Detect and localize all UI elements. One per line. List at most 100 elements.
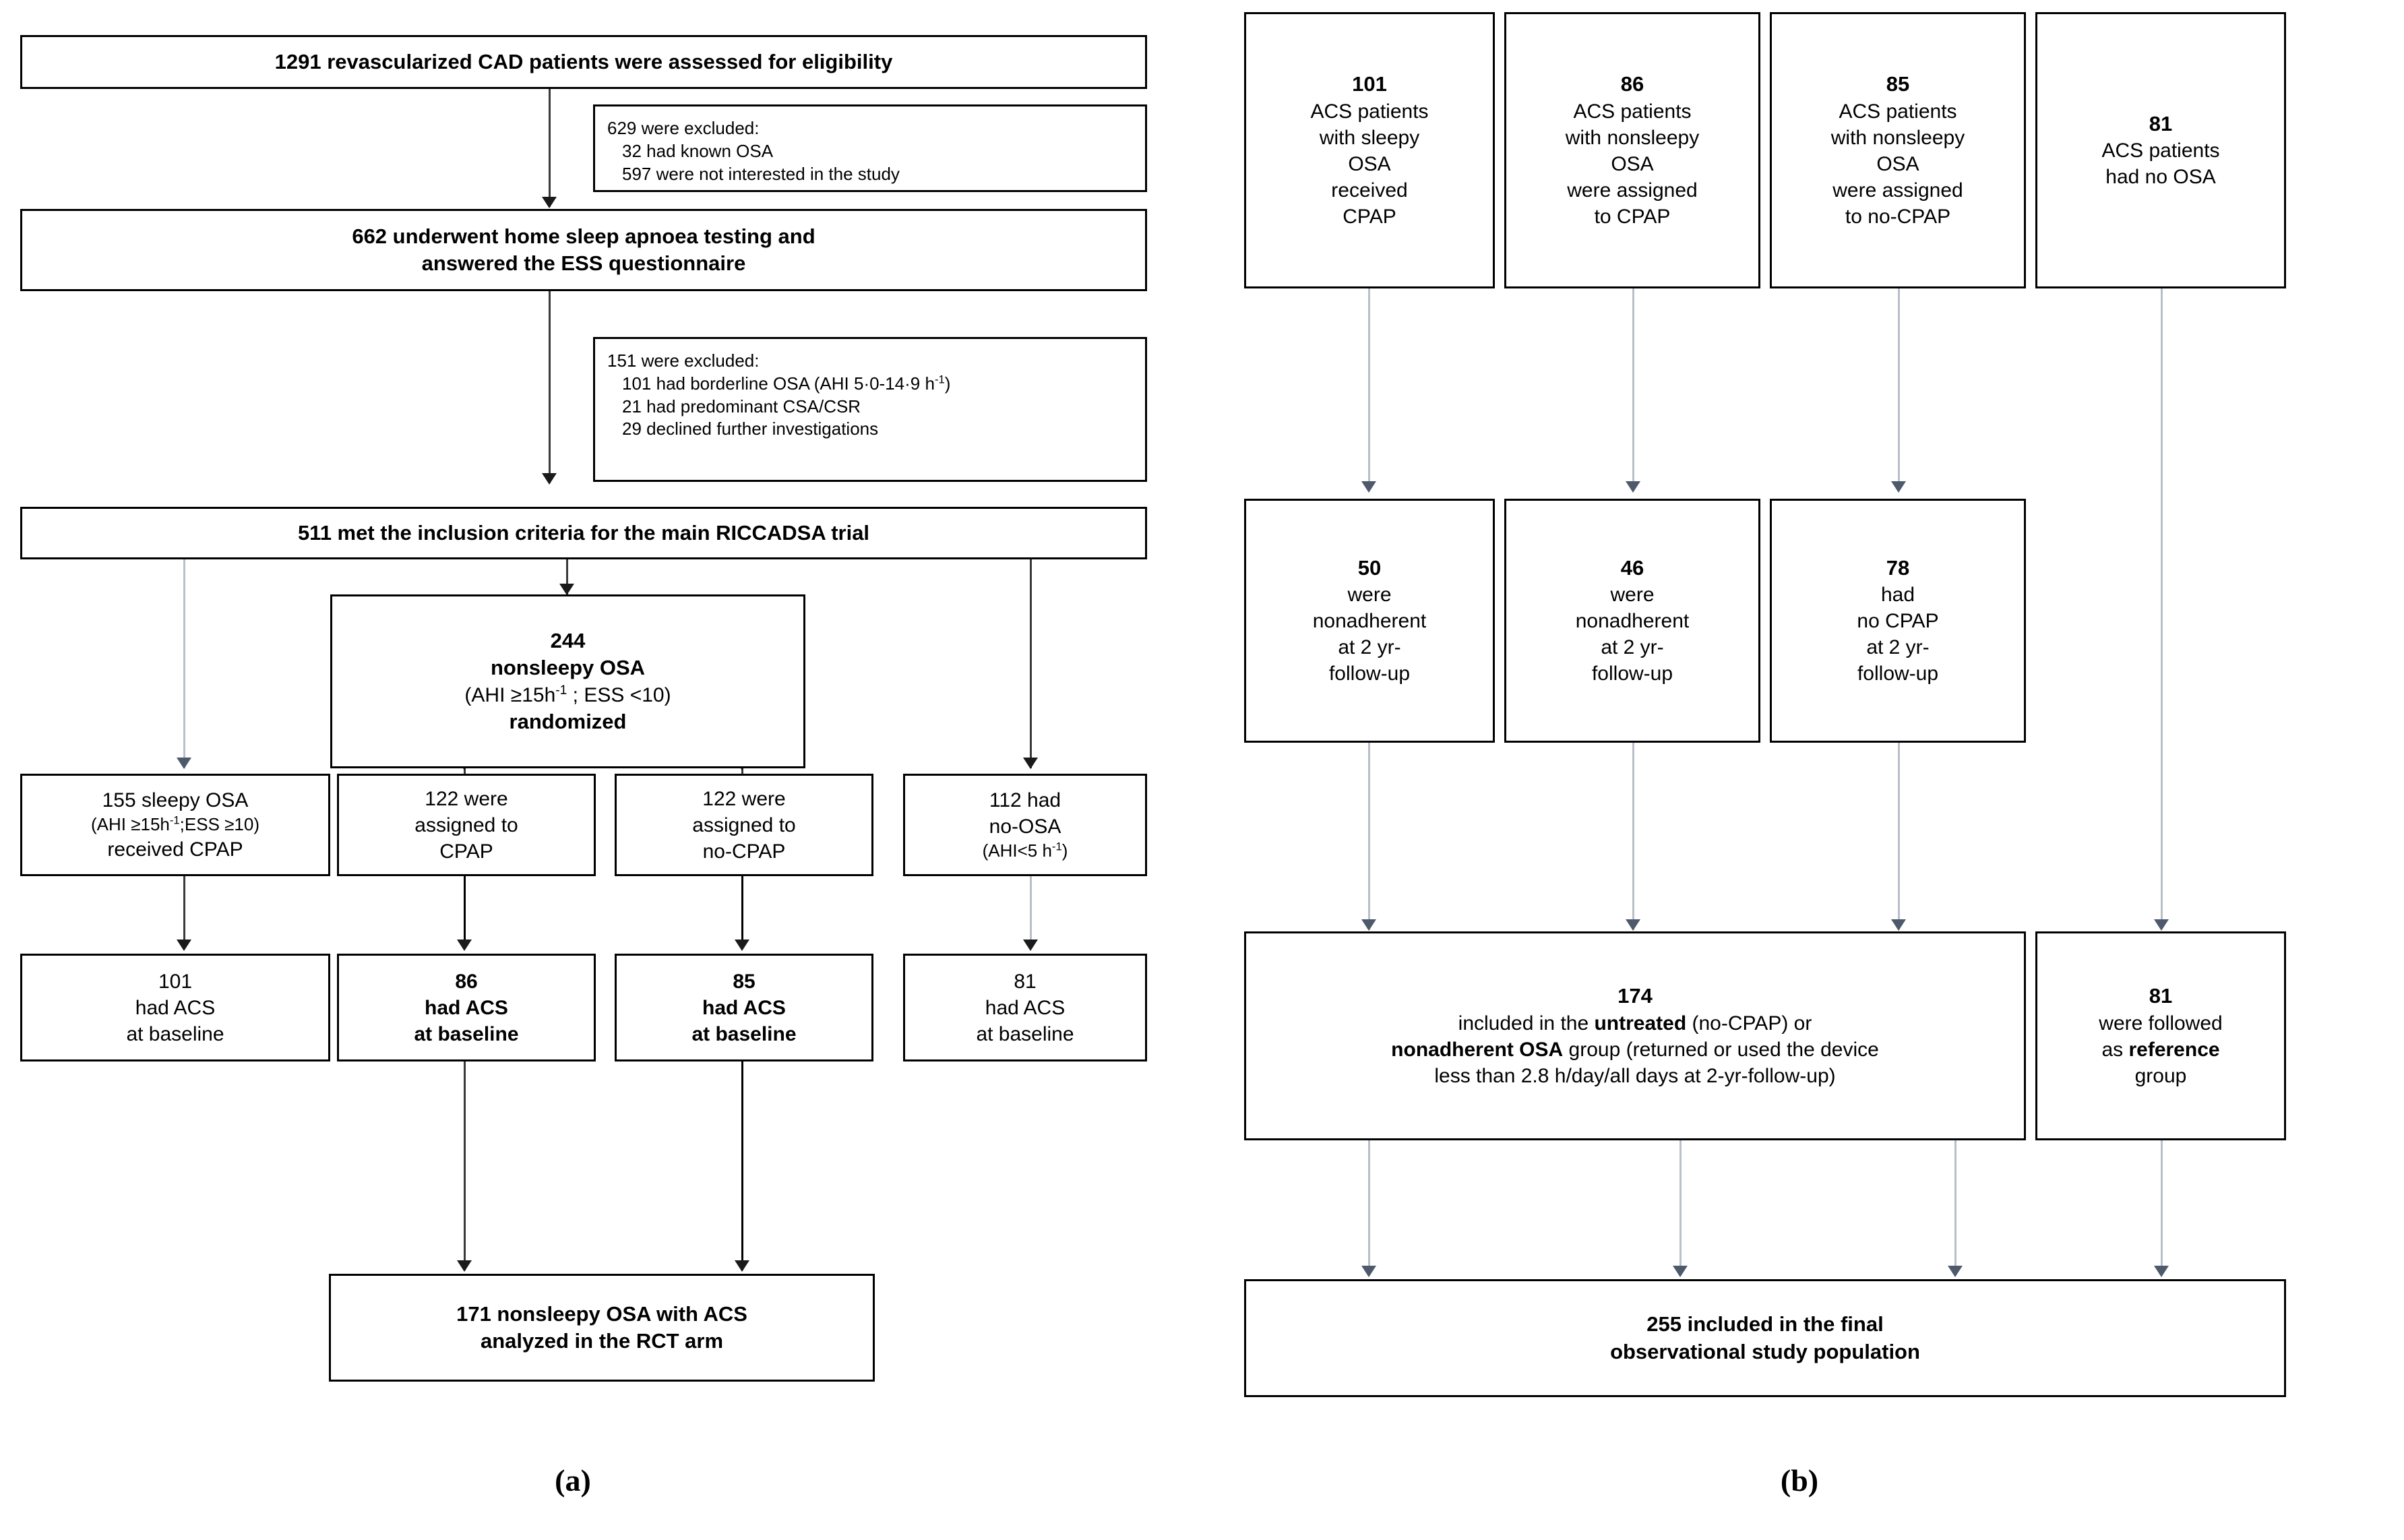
box-b-mid-78: 78 had no CPAP at 2 yr- follow-up — [1770, 499, 2026, 743]
arrowhead-arm1-to-baseline1 — [457, 940, 472, 951]
baseline-1-line-2: had ACS — [425, 996, 508, 1019]
box-b-mid-50: 50 were nonadherent at 2 yr- follow-up — [1244, 499, 1495, 743]
arm-1-line-1: 122 were — [425, 787, 508, 810]
arm-3-line-1: 112 had — [989, 789, 1061, 812]
b-mid-2-line-3: at 2 yr- — [1866, 636, 1930, 659]
b-final-line-1: 255 included in the final — [1646, 1312, 1884, 1336]
baseline-3-count: 81 — [1014, 970, 1037, 993]
b-top-0-line-4: received — [1331, 179, 1408, 202]
b-untreated-line-3: less than 2.8 h/day/all days at 2-yr-fol… — [1434, 1064, 1836, 1087]
excluded-151-item-1: 101 had borderline OSA (AHI 5·0-14·9 h-1… — [622, 373, 951, 394]
box-arm-no-osa: 112 had no-OSA (AHI<5 h-1) — [903, 774, 1147, 876]
b-top-2-count: 85 — [1886, 72, 1910, 96]
arrowhead-b-174-to-final-mid — [1673, 1266, 1688, 1277]
b-top-3-count: 81 — [2149, 111, 2173, 135]
connector-b-174-to-final-right — [1954, 1140, 1956, 1275]
b-top-1-line-3: OSA — [1611, 152, 1654, 175]
box-arm-assigned-cpap: 122 were assigned to CPAP — [337, 774, 596, 876]
b-top-0-line-2: with sleepy — [1319, 126, 1420, 149]
b-mid-2-line-2: no CPAP — [1857, 610, 1939, 633]
b-top-2-line-5: to no-CPAP — [1845, 205, 1951, 228]
connector-baseline2-to-rct — [741, 1061, 743, 1270]
excluded-629-item-1: 32 had known OSA — [622, 140, 774, 161]
b-mid-1-line-2: nonadherent — [1575, 610, 1690, 633]
panel-b-caption: (b) — [1780, 1463, 1819, 1498]
b-untreated-line-1: included in the untreated (no-CPAP) or — [1458, 1012, 1812, 1035]
excluded-151-item-2: 21 had predominant CSA/CSR — [622, 396, 861, 417]
arrowhead-baseline1-to-rct — [457, 1260, 472, 1272]
baseline-3-line-2: had ACS — [985, 996, 1066, 1019]
excluded-151-item-3: 29 declined further investigations — [622, 419, 879, 439]
b-top-2-line-2: with nonsleepy — [1830, 126, 1965, 149]
arm-2-line-1: 122 were — [702, 787, 786, 810]
b-top-1-count: 86 — [1620, 72, 1644, 96]
b-mid-0-line-2: nonadherent — [1312, 610, 1427, 633]
panel-a-caption: (a) — [555, 1463, 591, 1498]
b-top-1-line-4: were assigned — [1567, 179, 1698, 202]
b-mid-1-line-1: were — [1610, 584, 1655, 607]
box-baseline-86: 86 had ACS at baseline — [337, 954, 596, 1061]
connector-511-to-244 — [566, 559, 568, 594]
b-top-3-line-2: had no OSA — [2105, 166, 2216, 189]
b-top-0-line-1: ACS patients — [1310, 100, 1429, 123]
b-reference-count: 81 — [2149, 984, 2173, 1008]
arm-2-line-3: no-CPAP — [702, 840, 786, 863]
arrowhead-b-81-to-reference — [2154, 919, 2169, 931]
b-final-line-2: observational study population — [1610, 1339, 1920, 1363]
box-b-mid-46: 46 were nonadherent at 2 yr- follow-up — [1504, 499, 1760, 743]
b-mid-2-count: 78 — [1886, 555, 1910, 580]
box-baseline-81: 81 had ACS at baseline — [903, 954, 1147, 1061]
arrowhead-hsat-to-included — [542, 473, 557, 485]
arm-0-line-1: 155 sleepy OSA — [102, 789, 249, 812]
box-arm-assigned-no-cpap: 122 were assigned to no-CPAP — [615, 774, 873, 876]
b-reference-line-3: as reference — [2101, 1038, 2220, 1061]
box-b-top-85: 85 ACS patients with nonsleepy OSA were … — [1770, 12, 2026, 288]
b-mid-1-line-4: follow-up — [1591, 663, 1673, 685]
b-top-1-line-5: to CPAP — [1594, 205, 1671, 228]
arrowhead-baseline2-to-rct — [735, 1260, 749, 1272]
arrowhead-assessed-to-hsat — [542, 197, 557, 208]
hsat-line-2: answered the ESS questionnaire — [421, 251, 746, 275]
b-top-0-count: 101 — [1352, 72, 1387, 96]
arrowhead-511-to-no-osa — [1023, 758, 1038, 769]
box-b-top-81: 81 ACS patients had no OSA — [2035, 12, 2286, 288]
connector-assessed-to-hsat — [549, 89, 551, 207]
b-mid-0-line-4: follow-up — [1328, 663, 1411, 685]
box-rct-final-171: 171 nonsleepy OSA with ACS analyzed in t… — [329, 1274, 875, 1382]
b-top-0-line-3: OSA — [1348, 152, 1391, 175]
b-top-1-line-2: with nonsleepy — [1565, 126, 1700, 149]
b-mid-2-line-4: follow-up — [1857, 663, 1939, 685]
connector-b-reference-to-final — [2161, 1140, 2163, 1275]
rct-final-line-1: 171 nonsleepy OSA with ACS — [456, 1301, 747, 1326]
box-arm-sleepy-cpap: 155 sleepy OSA (AHI ≥15h-1;ESS ≥10) rece… — [20, 774, 330, 876]
arm-0-line-3: received CPAP — [107, 838, 243, 861]
b-mid-0-line-1: were — [1347, 584, 1392, 607]
box-home-sleep-apnoea-testing: 662 underwent home sleep apnoea testing … — [20, 209, 1147, 291]
arm-2-line-2: assigned to — [692, 813, 796, 836]
box-assessed-eligibility: 1291 revascularized CAD patients were as… — [20, 35, 1147, 89]
connector-b-78-to-174 — [1898, 743, 1900, 930]
arrowhead-511-to-244 — [559, 584, 574, 595]
arrowhead-b-174-to-final-left — [1361, 1266, 1376, 1277]
arrowhead-arm3-to-baseline3 — [1023, 940, 1038, 951]
b-top-3-line-1: ACS patients — [2101, 140, 2220, 162]
connector-b-81-to-reference — [2161, 288, 2163, 929]
b-top-2-line-1: ACS patients — [1839, 100, 1957, 123]
baseline-1-line-3: at baseline — [414, 1022, 519, 1045]
arrowhead-arm2-to-baseline2 — [735, 940, 749, 951]
connector-hsat-to-included — [549, 291, 551, 483]
box-met-inclusion-criteria: 511 met the inclusion criteria for the m… — [20, 507, 1147, 559]
box-244-randomized: 244 nonsleepy OSA (AHI ≥15h-1 ; ESS <10)… — [330, 594, 805, 768]
randomized-line-3: (AHI ≥15h-1 ; ESS <10) — [464, 683, 671, 706]
arrowhead-b-reference-to-final — [2154, 1266, 2169, 1277]
b-reference-line-4: group — [2134, 1064, 2187, 1087]
baseline-3-line-3: at baseline — [976, 1022, 1074, 1045]
arrowhead-511-to-sleepy — [177, 758, 191, 769]
connector-b-50-to-174 — [1368, 743, 1370, 930]
b-top-1-line-1: ACS patients — [1573, 100, 1692, 123]
arm-0-line-2: (AHI ≥15h-1;ESS ≥10) — [91, 813, 259, 835]
excluded-151-heading: 151 were excluded: — [607, 350, 760, 371]
b-top-2-line-4: were assigned — [1832, 179, 1963, 202]
connector-baseline1-to-rct — [464, 1061, 466, 1270]
